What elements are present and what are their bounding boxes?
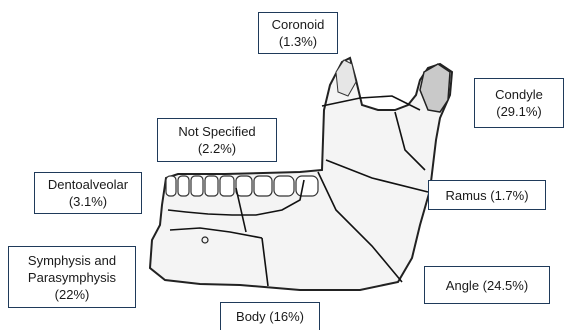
mandible-outline — [150, 58, 452, 290]
condyle-percent: (29.1%) — [496, 103, 542, 120]
symphysis-percent: (22%) — [55, 286, 90, 303]
label-body: Body (16%) — [220, 302, 320, 330]
not-specified-percent: (2.2%) — [198, 140, 236, 157]
not-specified-name: Not Specified — [178, 123, 255, 140]
dentoalveolar-percent: (3.1%) — [69, 193, 107, 210]
condyle-name: Condyle — [495, 86, 543, 103]
coronoid-percent: (1.3%) — [279, 33, 317, 50]
ramus-name: Ramus (1.7%) — [445, 187, 528, 204]
angle-name: Angle (24.5%) — [446, 277, 528, 294]
symphysis-line1: Symphysis and — [28, 252, 116, 269]
label-symphysis: Symphysis and Parasymphysis (22%) — [8, 246, 136, 308]
label-angle: Angle (24.5%) — [424, 266, 550, 304]
dentoalveolar-name: Dentoalveolar — [48, 176, 128, 193]
label-condyle: Condyle (29.1%) — [474, 78, 564, 128]
label-ramus: Ramus (1.7%) — [428, 180, 546, 210]
label-not-specified: Not Specified (2.2%) — [157, 118, 277, 162]
label-coronoid: Coronoid (1.3%) — [258, 12, 338, 54]
symphysis-line2: Parasymphysis — [28, 269, 116, 286]
label-dentoalveolar: Dentoalveolar (3.1%) — [34, 172, 142, 214]
coronoid-name: Coronoid — [272, 16, 325, 33]
body-name: Body (16%) — [236, 308, 304, 325]
